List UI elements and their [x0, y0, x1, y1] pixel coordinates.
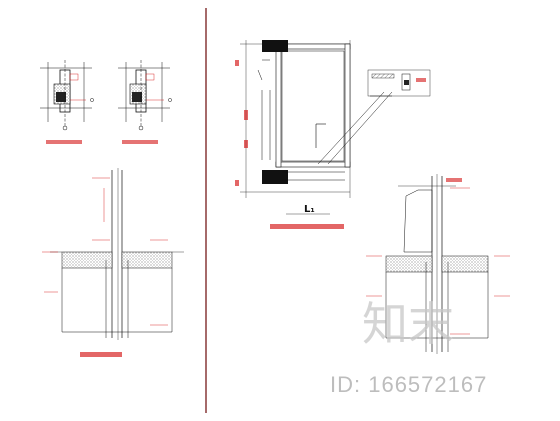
watermark: 知末 ID: 166572167: [330, 297, 487, 397]
wall-section-1: [42, 168, 184, 357]
section-detail-a: [40, 60, 94, 144]
wall-section-2: [366, 174, 510, 354]
watermark-id: ID: 166572167: [330, 372, 487, 397]
opening-dim-label: L₁: [304, 204, 315, 215]
opening-plan: L₁: [235, 40, 431, 229]
section-detail-left-pair: [40, 60, 172, 144]
section-detail-b: [118, 60, 172, 144]
watermark-logo: 知末: [362, 297, 454, 351]
